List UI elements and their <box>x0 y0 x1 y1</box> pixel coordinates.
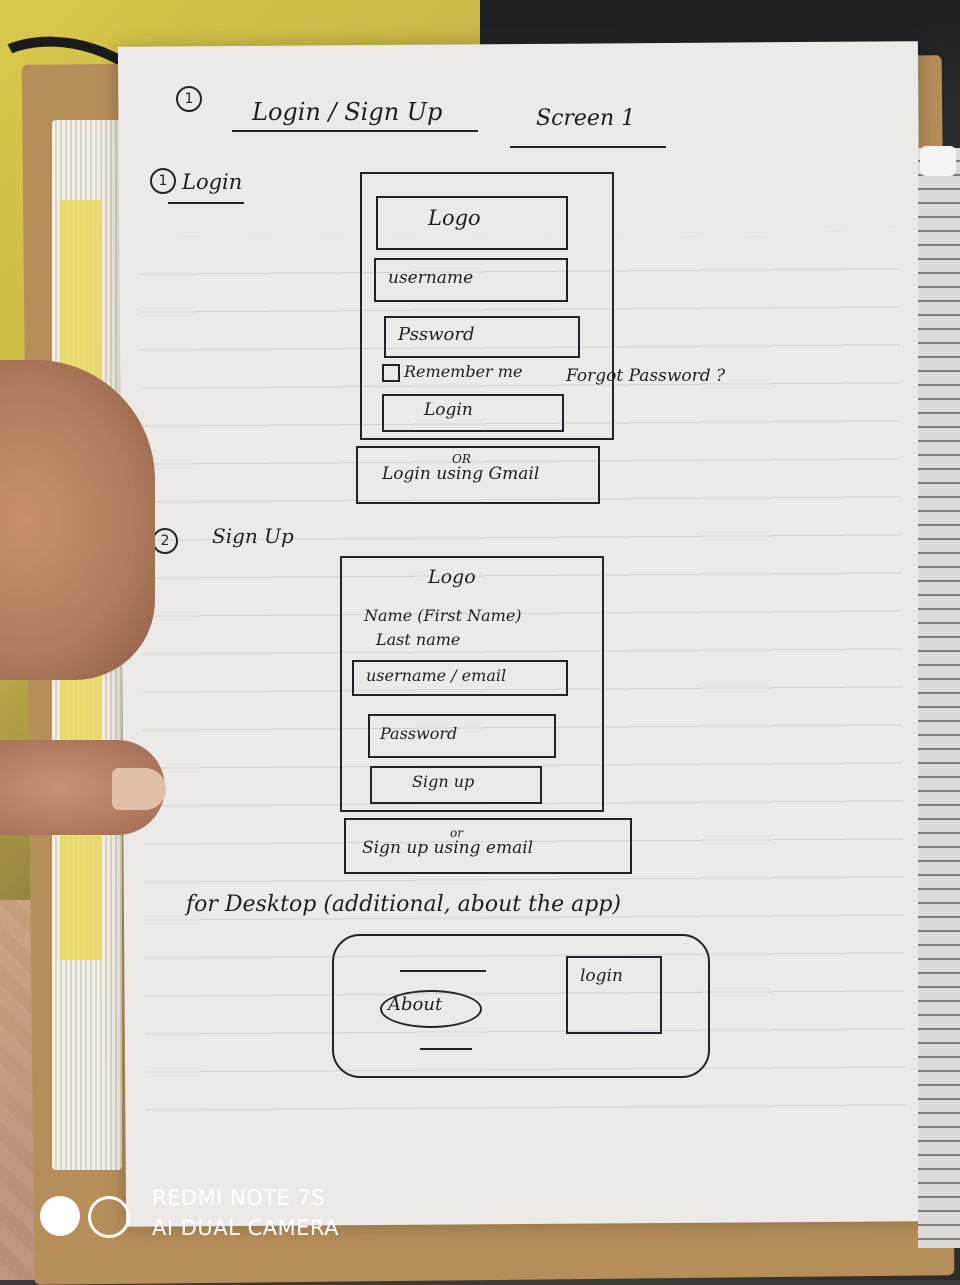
gmail-login-label: Login using Gmail <box>382 464 540 484</box>
desktop-login-label: login <box>580 966 623 986</box>
screen-label: Screen 1 <box>536 106 636 131</box>
hand <box>0 360 155 680</box>
desktop-frame <box>332 934 710 1078</box>
header-title: Login / Sign Up <box>252 98 443 126</box>
login-button-label: Login <box>424 400 473 420</box>
password-field[interactable] <box>384 316 580 358</box>
signup-button-label: Sign up <box>412 772 475 791</box>
signup-or: or <box>450 826 463 840</box>
signup-button[interactable] <box>370 766 542 804</box>
login-heading: Login <box>182 170 243 194</box>
about-label: About <box>388 994 443 1015</box>
login-number: 1 <box>150 168 176 194</box>
username-field[interactable] <box>374 258 568 302</box>
spiral-top <box>920 146 956 176</box>
camera-dot-ring <box>88 1196 130 1238</box>
screen-underline <box>510 146 666 148</box>
header-number: 1 <box>176 86 202 112</box>
about-button[interactable] <box>380 990 482 1028</box>
gmail-login-button[interactable] <box>356 446 600 504</box>
login-heading-underline <box>168 202 244 204</box>
desktop-login-box[interactable] <box>566 956 662 1034</box>
spiral-binding <box>918 148 960 1248</box>
username-email-label: username / email <box>366 666 507 685</box>
name-label: Name (First Name) <box>364 606 522 625</box>
email-signup-button[interactable] <box>344 818 632 874</box>
signup-password-field[interactable] <box>368 714 556 758</box>
thumbnail <box>112 768 166 810</box>
remember-label: Remember me <box>404 362 523 381</box>
login-logo-box <box>376 196 568 250</box>
desktop-line-bottom <box>420 1048 472 1050</box>
watermark-line1: REDMI NOTE 7S <box>152 1186 326 1210</box>
camera-dot-filled <box>40 1196 80 1236</box>
password-label: Pssword <box>398 324 475 345</box>
username-label: username <box>388 268 474 288</box>
signup-frame <box>340 556 604 812</box>
desktop-note: for Desktop (additional, about the app) <box>186 892 622 917</box>
desktop-line-top <box>400 970 486 972</box>
signup-number: 2 <box>152 528 178 554</box>
login-frame <box>360 172 614 440</box>
login-logo-label: Logo <box>428 206 481 230</box>
title-underline <box>232 130 478 132</box>
login-button[interactable] <box>382 394 564 432</box>
signup-heading: Sign Up <box>212 524 294 548</box>
watermark-line2: AI DUAL CAMERA <box>152 1216 340 1240</box>
last-name-label: Last name <box>376 630 461 649</box>
signup-password-label: Password <box>380 724 458 743</box>
login-or: OR <box>452 452 471 466</box>
signup-logo-label: Logo <box>428 566 476 588</box>
username-email-field[interactable] <box>352 660 568 696</box>
remember-checkbox[interactable] <box>382 364 400 382</box>
forgot-password-link[interactable]: Forgot Password ? <box>566 366 726 386</box>
email-signup-label: Sign up using email <box>362 838 534 858</box>
